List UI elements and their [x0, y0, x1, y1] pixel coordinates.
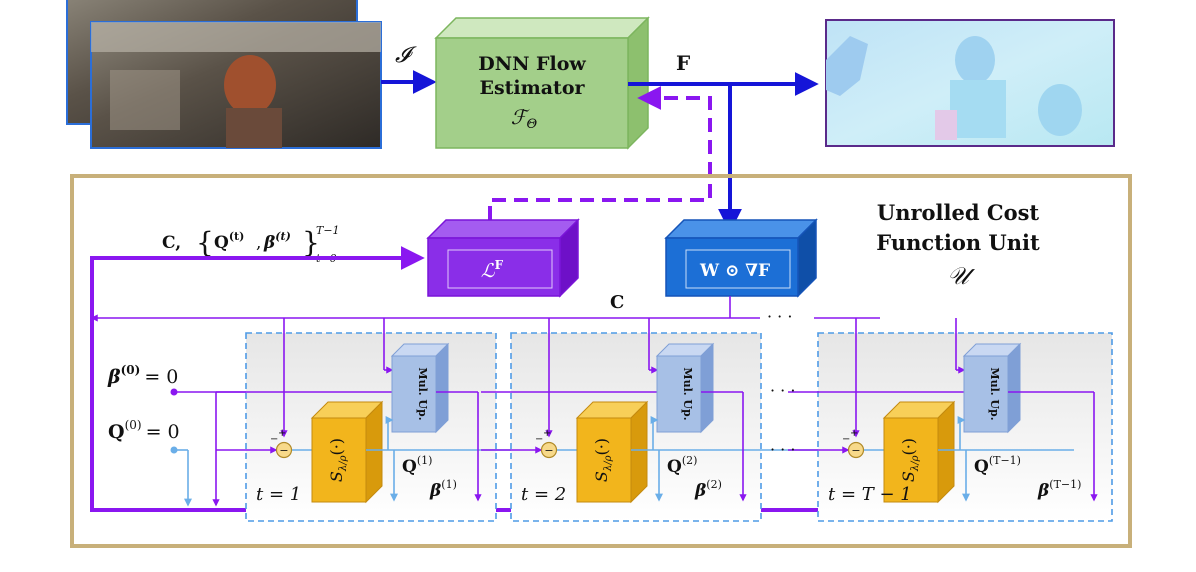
flow-label: F — [676, 51, 690, 75]
svg-text:+: + — [850, 428, 858, 439]
weighted-gradient-box — [664, 218, 818, 298]
beta-output-label: β(2) — [694, 478, 722, 501]
shrinkage-symbol: Sλ/ρ(·) — [327, 438, 349, 482]
svg-text:−: − — [544, 444, 553, 457]
iteration-label: t = 2 — [521, 484, 566, 505]
mul-up-block: Mul. Up. — [962, 342, 1022, 434]
subtract-node — [275, 441, 293, 459]
c-bus-label: C — [610, 292, 624, 313]
unit-title-line1: Unrolled Cost — [877, 200, 1040, 225]
init-beta-label: β(0)= 0 — [107, 363, 178, 388]
init-q-label: Q(0)= 0 — [108, 418, 180, 443]
weighted-gradient-label: W ⊙ ∇F — [699, 261, 770, 281]
svg-text:T−1: T−1 — [316, 224, 340, 237]
estimator-symbol: ℱΘ — [511, 105, 538, 132]
shrinkage-operator-block: Sλ/ρ(·) — [310, 400, 384, 504]
subtract-node — [847, 441, 865, 459]
stage-ellipsis-bottom: · · · — [770, 440, 795, 459]
unrolled-cost-function-frame — [70, 174, 1132, 548]
shrinkage-operator-block: Sλ/ρ(·) — [575, 400, 649, 504]
mul-up-block: Mul. Up. — [390, 342, 450, 434]
svg-text:−: − — [851, 444, 860, 457]
unit-title-line2: Function Unit — [876, 230, 1040, 255]
loss-box — [426, 218, 580, 298]
svg-text:−: − — [279, 444, 288, 457]
character-figure — [224, 55, 276, 115]
svg-text:β(t): β(t) — [263, 230, 291, 253]
flow-field-image — [825, 19, 1115, 147]
unit-symbol: 𝒰 — [947, 262, 975, 290]
mul-up-label: Mul. Up. — [681, 367, 694, 420]
beta-output-label: β(1) — [429, 478, 457, 501]
stage-2: Mul. Up.−−+Sλ/ρ(·)t = 2Q(2)β(2) — [481, 318, 836, 522]
beta-output-label: β(T−1) — [1037, 478, 1081, 501]
iteration-stages: Mul. Up.−−+Sλ/ρ(·)t = 1Q(1)β(1)Mul. Up.−… — [216, 318, 1113, 522]
shrinkage-operator-block: Sλ/ρ(·) — [882, 400, 956, 504]
svg-text:+: + — [543, 428, 551, 439]
stage-3: Mul. Up.−−+Sλ/ρ(·)t = T − 1Q(T−1)β(T−1) — [788, 318, 1113, 522]
svg-text:−: − — [535, 434, 543, 445]
mul-up-label: Mul. Up. — [416, 367, 429, 420]
svg-text:−: − — [842, 434, 850, 445]
stage-ellipsis-top: · · · — [770, 381, 795, 400]
q-output-label: Q(1) — [402, 454, 432, 477]
stage-1: Mul. Up.−−+Sλ/ρ(·)t = 1Q(1)β(1) — [216, 318, 529, 522]
mul-up-label: Mul. Up. — [988, 367, 1001, 420]
svg-text:}: } — [302, 226, 320, 259]
input-frames — [66, 0, 382, 149]
svg-text:+: + — [278, 428, 286, 439]
subtract-node — [540, 441, 558, 459]
loss-feedback-dashed-arrow — [488, 86, 712, 220]
c-bus-ellipsis: · · · — [767, 307, 792, 326]
svg-text:{: { — [196, 226, 214, 259]
estimator-title-line2: Estimator — [479, 77, 585, 99]
iteration-label: t = 1 — [256, 484, 301, 505]
svg-text:,: , — [256, 233, 261, 253]
shrinkage-symbol: Sλ/ρ(·) — [899, 438, 921, 482]
iteration-label: t = T − 1 — [828, 484, 912, 505]
q-output-label: Q(2) — [667, 454, 697, 477]
dnn-flow-estimator-box — [434, 16, 650, 150]
svg-text:−: − — [270, 434, 278, 445]
q-output-label: Q(T−1) — [974, 454, 1021, 477]
shrinkage-symbol: Sλ/ρ(·) — [592, 438, 614, 482]
input-label: 𝓘 — [395, 43, 417, 68]
svg-text:Q(t): Q(t) — [214, 230, 244, 253]
mul-up-block: Mul. Up. — [655, 342, 715, 434]
estimator-title-line1: DNN Flow — [478, 53, 586, 75]
parameters-label: C, { Q(t) , β(t) } T−1 t=0 — [162, 224, 340, 265]
svg-text:C,: C, — [162, 233, 181, 253]
loss-symbol: ℒF — [481, 258, 504, 282]
